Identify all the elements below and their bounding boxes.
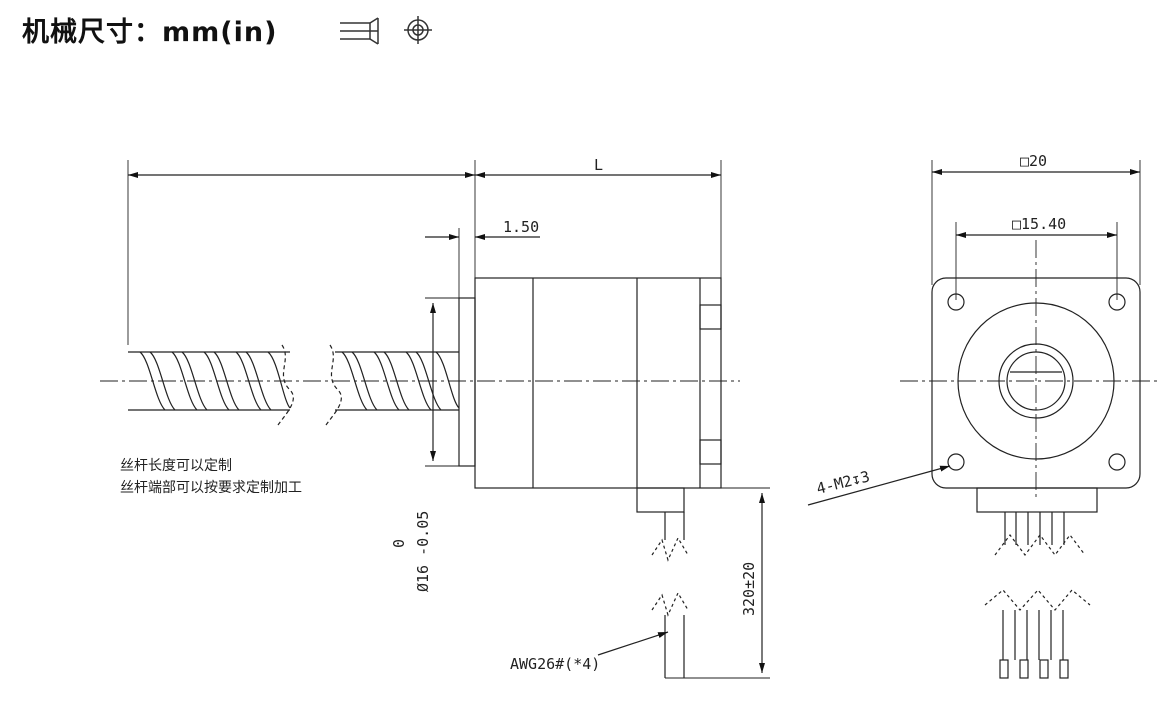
crosshair-circle-icon	[404, 16, 432, 44]
label-wire-spec: AWG26#(*4)	[510, 655, 600, 673]
dim-screw-diameter-tol: 0	[390, 539, 408, 548]
note-screw-end: 丝杆端部可以按要求定制加工	[120, 480, 302, 496]
side-view	[100, 160, 770, 679]
dim-lead-length: 320±20	[740, 562, 758, 616]
page-title: 机械尺寸：mm(in)	[22, 17, 278, 48]
dim-square-inner: □15.40	[1012, 215, 1066, 233]
dim-square-outer: □20	[1020, 152, 1047, 170]
dim-mounting-holes: 4-M2↧3	[815, 467, 872, 498]
note-screw-length: 丝杆长度可以定制	[120, 458, 232, 474]
dim-screw-diameter: Ø16 -0.05	[414, 511, 432, 592]
front-view	[807, 160, 1160, 679]
dim-body-length: L	[594, 156, 603, 174]
third-angle-projection-icon	[340, 17, 379, 45]
dim-flange-thickness: 1.50	[503, 218, 539, 236]
